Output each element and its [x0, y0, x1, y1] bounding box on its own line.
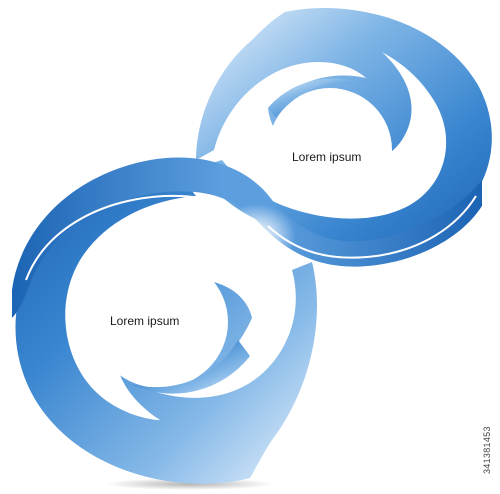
- center-highlight: [216, 204, 296, 268]
- upper-circle-label: Lorem ipsum: [292, 150, 362, 164]
- crossing-band: [12, 157, 482, 318]
- upper-hook-tip: [268, 78, 380, 118]
- lower-inner-circle: [92, 256, 228, 388]
- stock-id-label: 341381453: [482, 426, 492, 474]
- upper-inner-circle: [268, 88, 392, 212]
- stock-id-text: 341381453: [482, 378, 494, 478]
- band-edge-highlight: [267, 195, 477, 259]
- band-edge-highlight: [25, 194, 263, 281]
- lower-hook-tip: [130, 340, 250, 394]
- lower-circle-label: Lorem ipsum: [110, 314, 180, 328]
